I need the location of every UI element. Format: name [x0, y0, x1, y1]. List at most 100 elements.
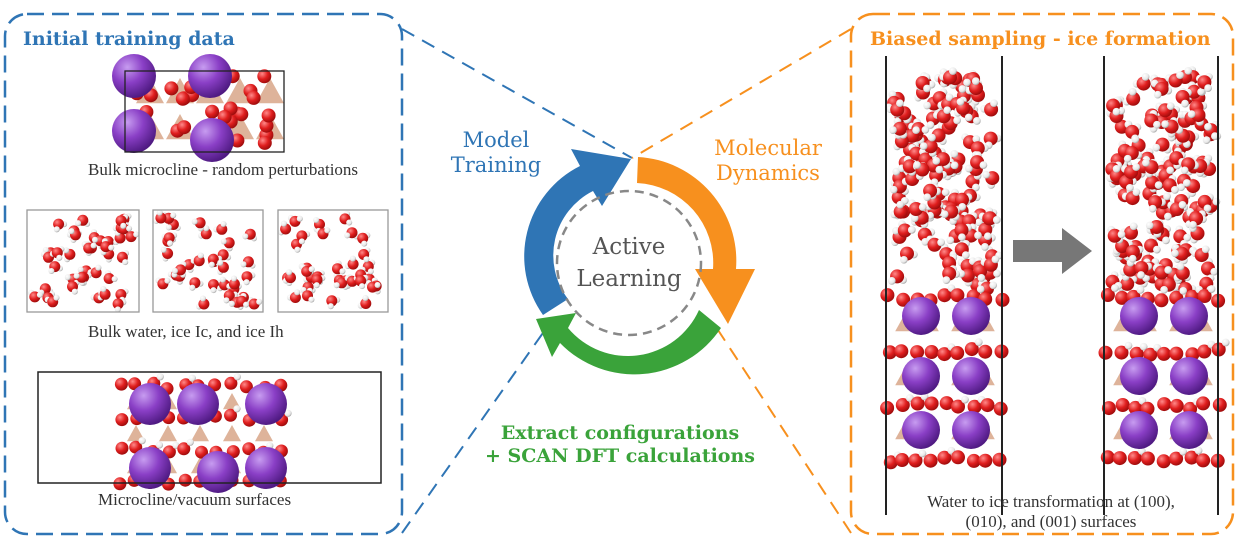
- hydrogen-atom: [919, 142, 928, 150]
- oxygen-atom: [924, 396, 939, 411]
- hydrogen-atom: [950, 161, 959, 170]
- hydrogen-atom: [942, 276, 951, 284]
- hydrogen-atom: [941, 188, 950, 197]
- potassium-atom: [1120, 411, 1158, 449]
- oxygen-atom: [973, 264, 988, 278]
- oxygen-atom: [967, 399, 982, 414]
- oxygen-atom: [908, 453, 923, 468]
- hydrogen-atom: [171, 267, 179, 274]
- hydrogen-atom: [1179, 286, 1188, 295]
- hydrogen-atom: [1182, 179, 1191, 187]
- hydrogen-atom: [363, 256, 370, 263]
- hydrogen-atom: [155, 441, 164, 449]
- hydrogen-atom: [242, 233, 249, 240]
- hydrogen-atom: [1176, 262, 1185, 271]
- hydrogen-atom: [1142, 158, 1150, 167]
- hydrogen-atom: [896, 99, 904, 108]
- oxygen-atom: [1196, 453, 1211, 468]
- hydrogen-atom: [1179, 447, 1187, 456]
- potassium-atom: [197, 451, 239, 493]
- oxygen-atom: [1100, 450, 1115, 465]
- extract-configurations-arrow-icon: [536, 310, 721, 375]
- potassium-atom: [112, 109, 156, 153]
- hydrogen-atom: [240, 261, 247, 268]
- oxygen-atom: [1101, 401, 1116, 416]
- silicate-tetrahedron: [159, 425, 177, 442]
- oxygen-atom: [1191, 108, 1206, 123]
- oxygen-atom: [242, 442, 256, 456]
- hydrogen-atom: [977, 274, 986, 282]
- oxygen-atom: [234, 107, 249, 122]
- oxygen-atom: [978, 344, 993, 359]
- hydrogen-atom: [989, 281, 998, 290]
- oxygen-atom: [966, 453, 981, 468]
- potassium-atom: [902, 297, 940, 335]
- oxygen-atom: [980, 398, 995, 413]
- initial-training-data-panel: [3, 12, 404, 536]
- hydrogen-atom: [1177, 183, 1186, 192]
- oxygen-atom: [1123, 262, 1138, 277]
- oxygen-atom: [992, 452, 1007, 467]
- active-learning-label-line1: Active: [592, 234, 666, 260]
- hydrogen-atom: [945, 93, 954, 102]
- hydrogen-atom: [1180, 166, 1189, 175]
- hydrogen-atom: [961, 395, 969, 404]
- oxygen-atom: [969, 81, 983, 96]
- hydrogen-atom: [53, 226, 60, 233]
- oxygen-atom: [964, 342, 979, 357]
- oxygen-atom: [905, 172, 920, 186]
- hydrogen-atom: [918, 449, 927, 458]
- hydrogen-atom: [896, 200, 905, 209]
- hydrogen-atom: [1202, 136, 1211, 144]
- potassium-atom: [902, 357, 940, 395]
- potassium-atom: [1170, 411, 1208, 449]
- oxygen-atom: [894, 344, 909, 359]
- hydrogen-atom: [219, 276, 226, 283]
- hydrogen-atom: [208, 261, 215, 268]
- hydrogen-atom: [374, 281, 381, 289]
- hydrogen-atom: [1153, 120, 1161, 129]
- oxygen-atom: [239, 380, 253, 394]
- oxygen-atom: [347, 258, 359, 270]
- ice-ih-snapshot: [278, 210, 382, 310]
- hydrogen-atom: [990, 99, 998, 108]
- hydrogen-atom: [1187, 110, 1196, 118]
- hydrogen-atom: [284, 409, 292, 417]
- hydrogen-atom: [294, 289, 301, 296]
- hydrogen-atom: [930, 178, 939, 187]
- hydrogen-atom: [362, 294, 369, 302]
- oxygen-atom: [939, 396, 954, 411]
- oxygen-atom: [978, 453, 993, 468]
- hydrogen-atom: [1221, 338, 1230, 347]
- hydrogen-atom: [243, 279, 250, 286]
- potassium-atom: [190, 118, 234, 162]
- oxygen-atom: [113, 477, 127, 491]
- hydrogen-atom: [1126, 183, 1134, 192]
- oxygen-atom: [224, 376, 238, 390]
- hydrogen-atom: [1204, 122, 1212, 131]
- connector-line-bottom-left: [401, 329, 546, 534]
- surfaces-caption: Microcline/vacuum surfaces: [98, 490, 292, 509]
- oxygen-atom: [1098, 345, 1113, 360]
- oxygen-atom: [1125, 244, 1140, 259]
- hydrogen-atom: [53, 294, 60, 301]
- oxygen-atom: [937, 450, 952, 465]
- hydrogen-atom: [100, 285, 107, 293]
- hydrogen-atom: [1184, 66, 1193, 75]
- oxygen-atom: [955, 192, 969, 207]
- hydrogen-atom: [210, 287, 217, 294]
- oxygen-atom: [177, 442, 191, 456]
- transformation-caption-line1: Water to ice transformation at (100),: [927, 492, 1175, 511]
- oxygen-atom: [880, 401, 895, 415]
- oxygen-atom: [103, 273, 115, 284]
- hydrogen-atom: [1129, 222, 1138, 231]
- active-learning-label-line2: Learning: [576, 266, 682, 292]
- hydrogen-atom: [36, 291, 43, 298]
- hydrogen-atom: [943, 106, 952, 115]
- hydrogen-atom: [324, 227, 331, 234]
- connector-line-top-left: [401, 28, 633, 159]
- hydrogen-atom: [233, 405, 241, 413]
- potassium-atom: [1120, 297, 1158, 335]
- oxygen-atom: [208, 279, 219, 291]
